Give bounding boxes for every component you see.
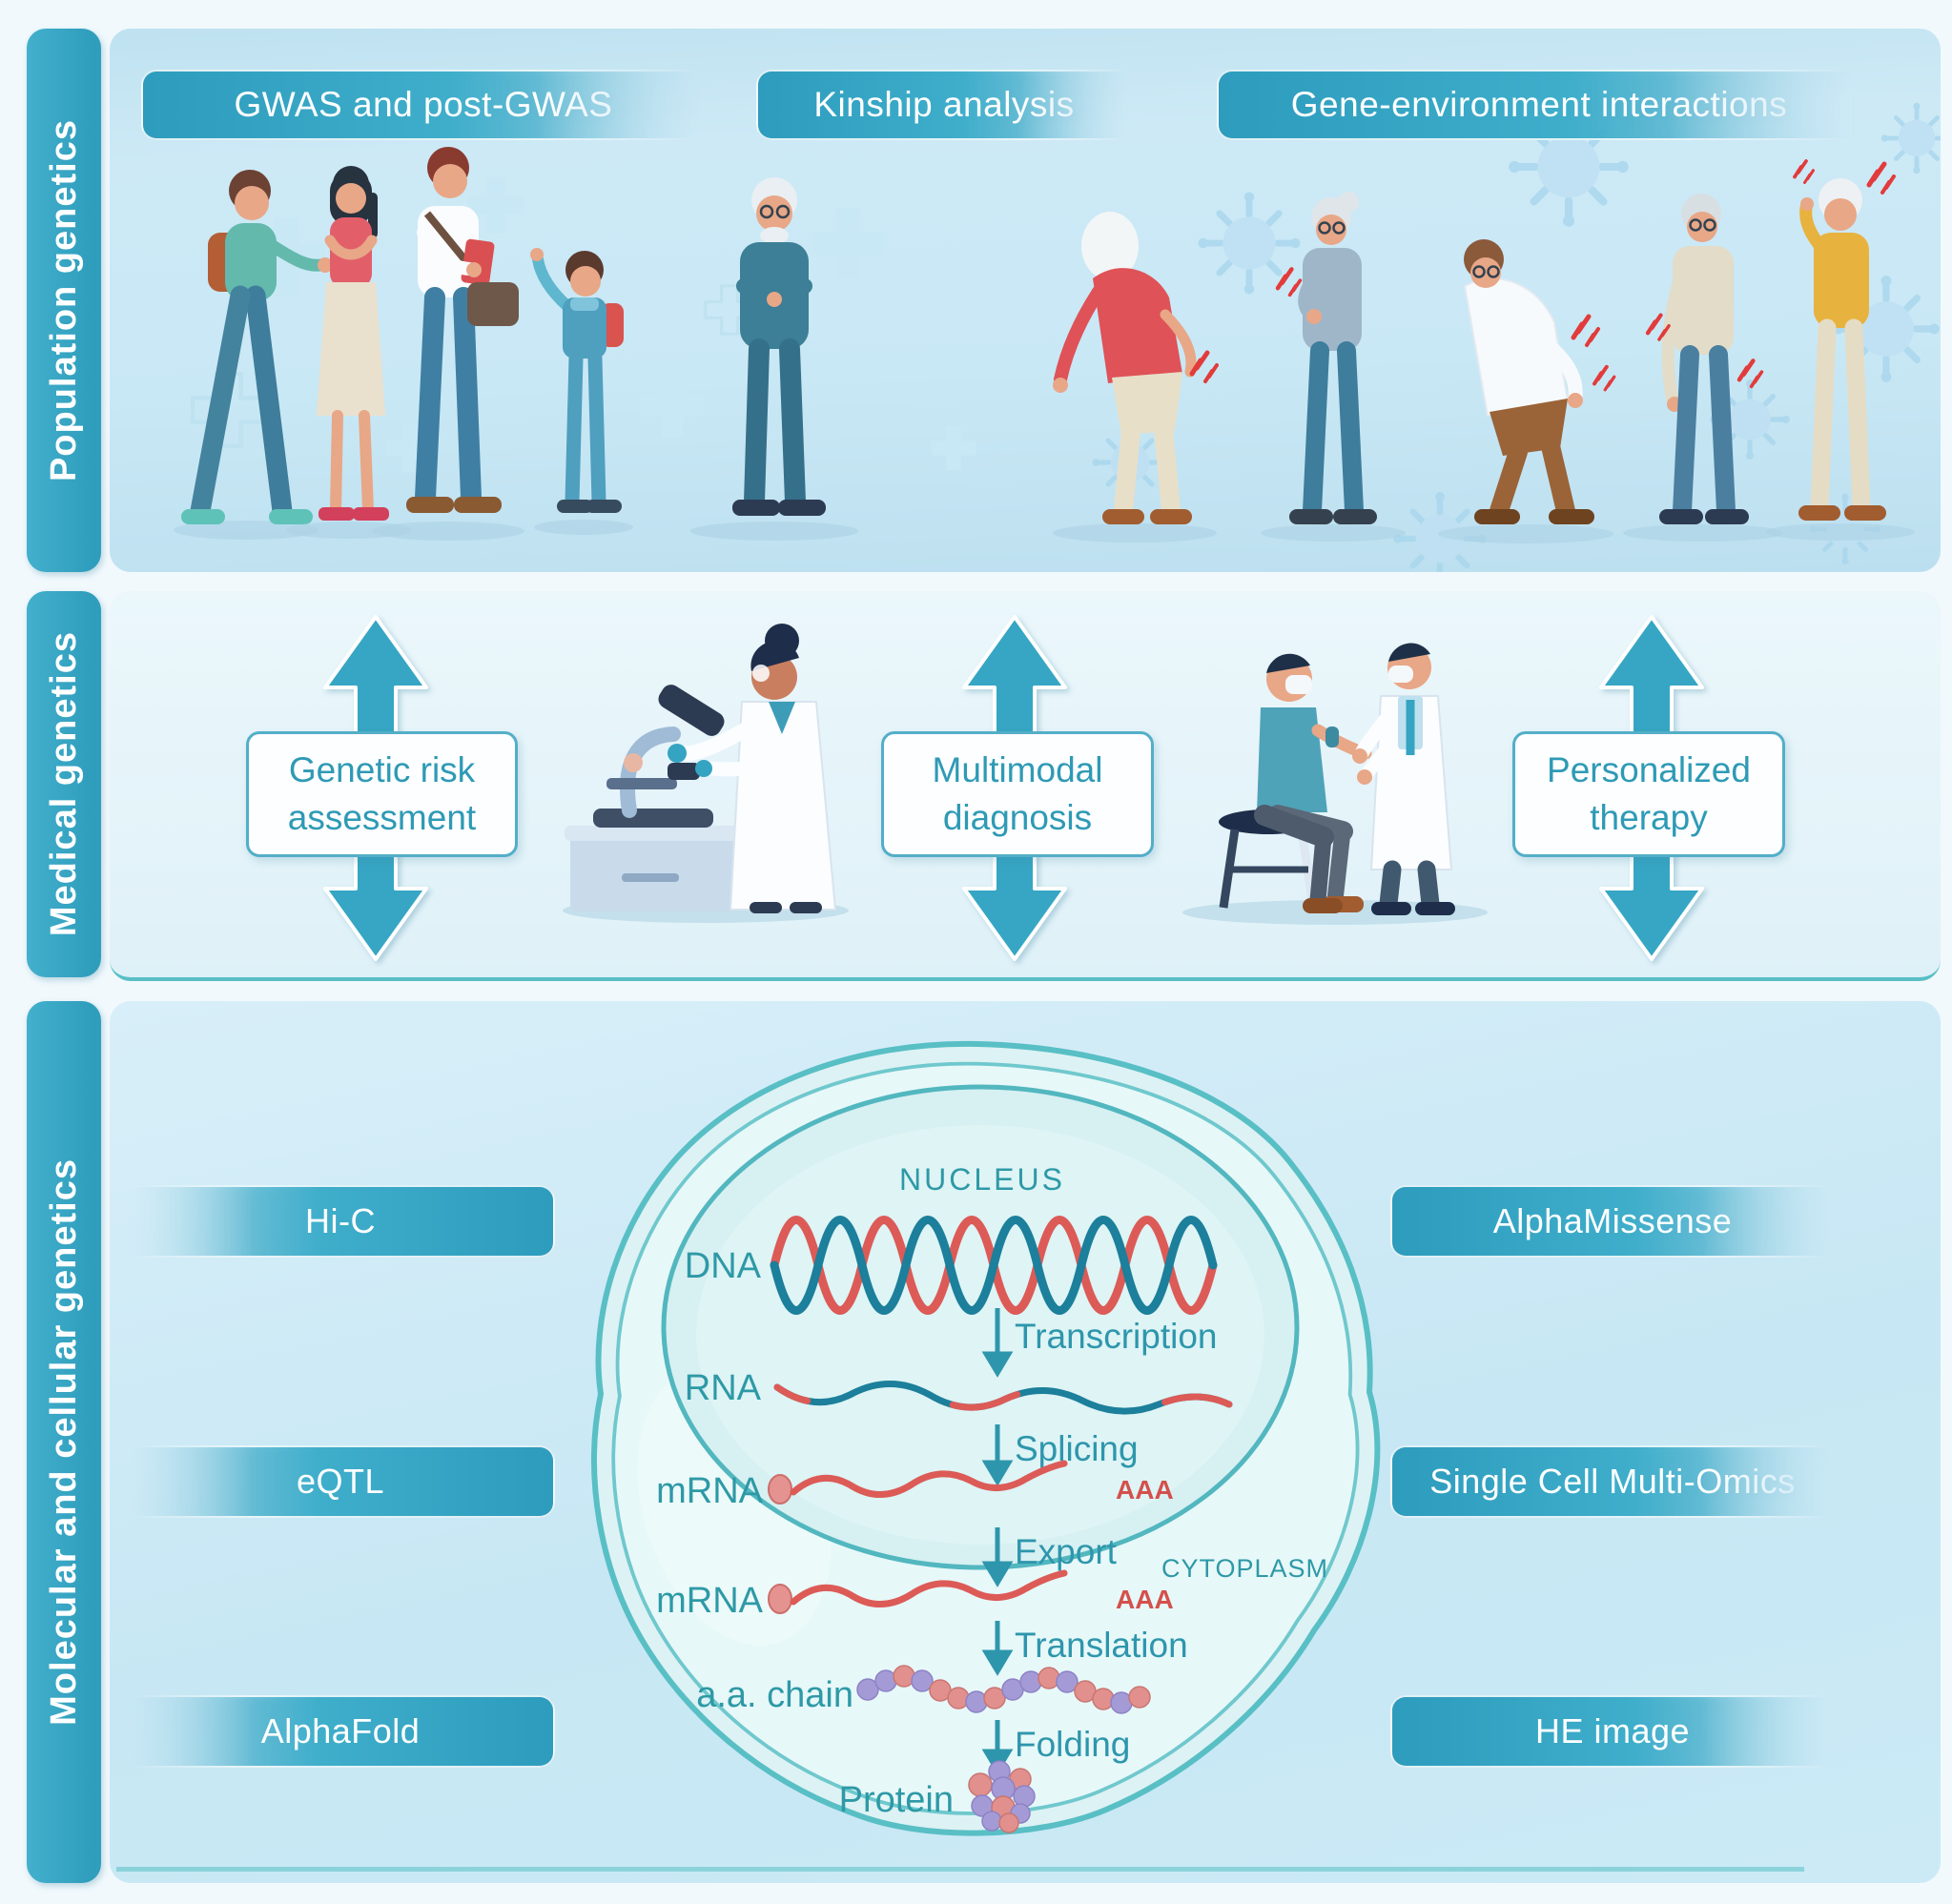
pill-alphafold: AlphaFold (126, 1695, 555, 1768)
person-man-white-shirt (372, 147, 524, 541)
pill-alphamissense: AlphaMissense (1390, 1185, 1835, 1258)
pill-hi-c-label: Hi-C (305, 1201, 376, 1240)
transcription-label: Transcription (1015, 1317, 1217, 1356)
export-arrow-icon (981, 1527, 1014, 1587)
population-illustration (174, 99, 1941, 572)
box-multimodal-line2: diagnosis (942, 798, 1093, 837)
poly-a-tail-label: AAA (1116, 1475, 1174, 1505)
box-multimodal-line1: Multimodal (932, 750, 1103, 790)
nucleus-label: NUCLEUS (899, 1162, 1065, 1197)
pill-alphamissense-label: AlphaMissense (1492, 1201, 1733, 1240)
panel-bottom-edge (116, 1867, 1804, 1872)
pill-alphafold-label: AlphaFold (260, 1711, 421, 1750)
person-elderly-man-suit (690, 177, 858, 541)
pill-gwas-post-gwas: GWAS and post-GWAS (141, 70, 706, 140)
pill-kinship-analysis: Kinship analysis (756, 70, 1132, 140)
person-boy-with-backpack (174, 170, 333, 540)
sidebar-tab-medical-genetics: Medical genetics (27, 591, 101, 977)
protein-icon (968, 1760, 1036, 1833)
dna-helix-icon (770, 1216, 1218, 1315)
cell-diagram: NUCLEUS DNA Transcription RNA Spli (116, 1040, 1804, 1872)
pill-single-cell-multi-omics: Single Cell Multi-Omics (1390, 1445, 1835, 1518)
pill-gene-environment-interactions: Gene-environment interactions (1217, 70, 1861, 140)
splicing-arrow-icon (981, 1424, 1014, 1486)
translation-arrow-icon (981, 1621, 1014, 1676)
mrna-cytoplasmic-label: mRNA (656, 1581, 764, 1621)
medical-illustration (563, 624, 1488, 925)
pill-he-image: HE image (1390, 1695, 1835, 1768)
box-genetic-risk-line1: Genetic risk (288, 750, 476, 790)
scientist-microscope-illustration (563, 624, 849, 923)
rna-label: RNA (685, 1368, 762, 1408)
box-genetic-risk-assessment: Genetic risk assessment (246, 731, 518, 857)
translation-label: Translation (1015, 1626, 1188, 1665)
doctor-patient-illustration (1182, 643, 1488, 925)
sidebar-tab-molecular-genetics: Molecular and cellular genetics (27, 1001, 101, 1883)
person-elderly-man-bent-back-pain (1438, 239, 1614, 543)
splicing-label: Splicing (1015, 1429, 1139, 1468)
amino-acid-chain-icon (856, 1665, 1151, 1714)
nucleus (661, 1084, 1300, 1570)
sidebar-label-medical: Medical genetics (43, 631, 84, 937)
poly-a-tail-label-2: AAA (1116, 1585, 1174, 1614)
pill-gwas-label: GWAS and post-GWAS (234, 85, 613, 124)
pain-mark-icon (1869, 164, 1894, 193)
pain-mark-icon (1793, 159, 1816, 185)
export-label: Export (1015, 1532, 1118, 1571)
person-woman-red-top (286, 166, 412, 539)
pill-eqtl-label: eQTL (296, 1462, 385, 1501)
protein-label: Protein (839, 1780, 954, 1820)
sidebar-label-population: Population genetics (43, 118, 84, 482)
person-elderly-woman-chest-pain (1261, 192, 1406, 542)
pill-he-image-label: HE image (1534, 1711, 1691, 1750)
pill-kinship-label: Kinship analysis (813, 85, 1075, 124)
person-elderly-woman-headache (1766, 159, 1915, 541)
box-genetic-risk-line2: assessment (287, 798, 477, 837)
pain-mark-icon (1573, 317, 1598, 345)
folding-label: Folding (1015, 1725, 1130, 1764)
pill-hi-c: Hi-C (126, 1185, 555, 1258)
pill-gene-env-label: Gene-environment interactions (1290, 85, 1788, 124)
sidebar-label-molecular: Molecular and cellular genetics (43, 1158, 84, 1726)
mrna-cytoplasmic-icon (768, 1569, 1068, 1614)
person-elderly-woman-back-pain (1053, 212, 1217, 543)
box-personalized-therapy: Personalized therapy (1512, 731, 1785, 857)
mrna-nuclear-icon (768, 1460, 1068, 1505)
box-personalized-line2: therapy (1590, 798, 1708, 837)
rna-strand-red-segments (773, 1381, 1233, 1415)
pain-mark-icon (1594, 367, 1614, 390)
box-personalized-line1: Personalized (1547, 750, 1751, 790)
dna-label: DNA (685, 1246, 762, 1286)
cytoplasm-label: CYTOPLASM (1161, 1554, 1328, 1583)
transcription-arrow-icon (981, 1308, 1014, 1378)
aa-chain-label: a.a. chain (696, 1675, 853, 1715)
person-child-waving (530, 248, 633, 535)
sidebar-tab-population-genetics: Population genetics (27, 29, 101, 572)
box-multimodal-diagnosis: Multimodal diagnosis (881, 731, 1154, 857)
person-elderly-man-cardigan-pain (1623, 194, 1783, 542)
pill-single-cell-label: Single Cell Multi-Omics (1429, 1462, 1796, 1501)
pill-eqtl: eQTL (126, 1445, 555, 1518)
mrna-nuclear-label: mRNA (656, 1471, 764, 1511)
